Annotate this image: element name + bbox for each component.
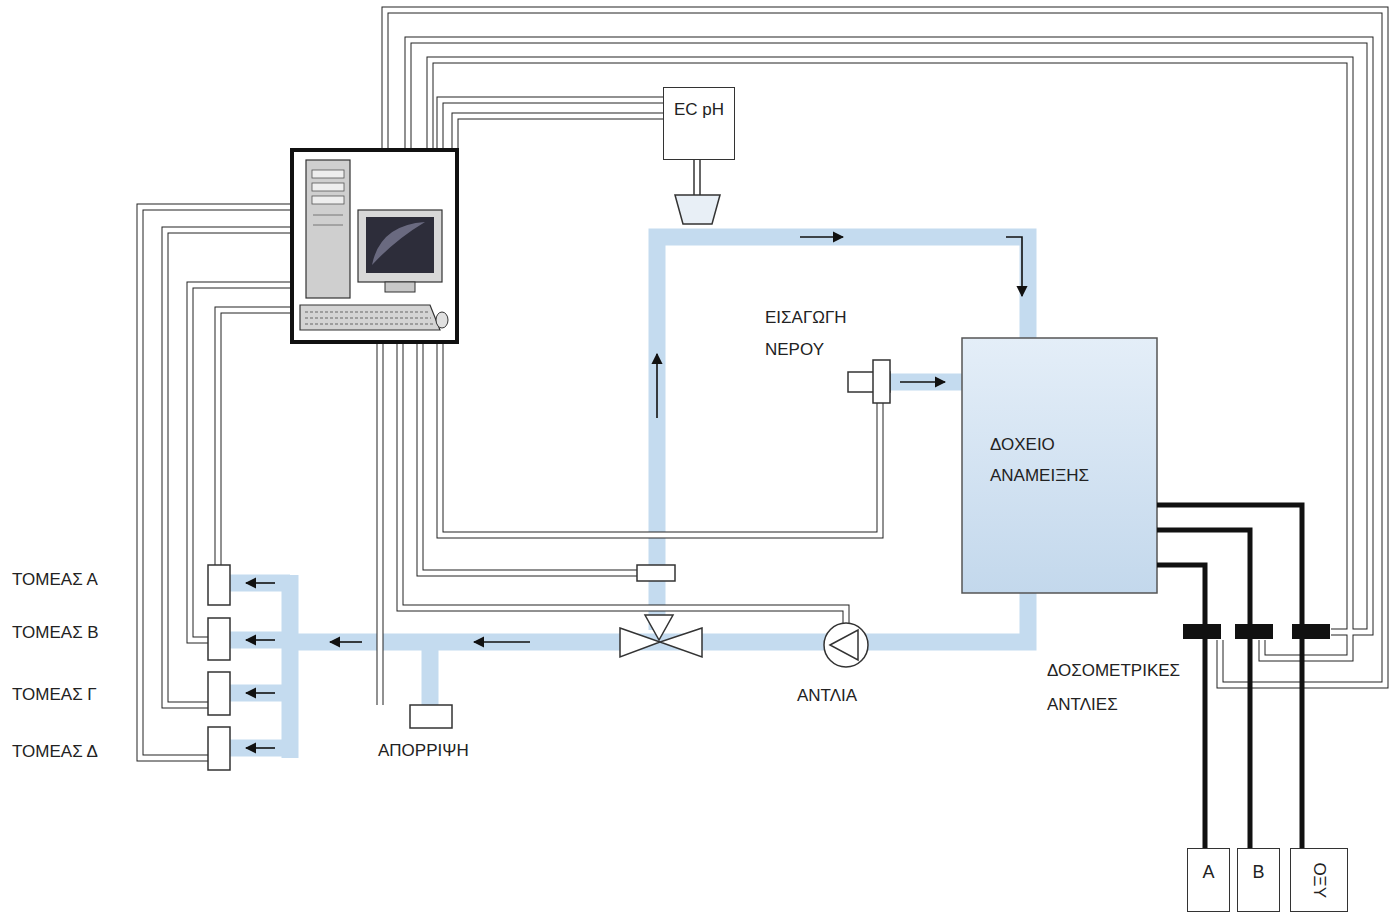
dosing-line — [1157, 565, 1205, 848]
fertilizer-tank: B — [1237, 848, 1280, 912]
node-text: A — [1188, 861, 1229, 884]
discharge-label: ΑΠΟΡΡΙΨΗ — [378, 738, 528, 764]
node-text: B — [1238, 861, 1279, 884]
dosing-pump-symbols — [1183, 624, 1330, 639]
sector-label: ΤΟΜΕΑΣ Δ — [12, 739, 136, 765]
discharge-valve — [410, 705, 452, 728]
mixing-tank — [962, 338, 1157, 593]
tank-box: ΔΟΧΕΙΟ ΑΝΑΜΕΙΞΗΣ — [962, 338, 1157, 593]
fertilizer-tank: A — [1187, 848, 1230, 912]
flow-arrows — [246, 237, 1022, 748]
acid-tank: ΟΞΥ — [1290, 848, 1348, 912]
pipes — [230, 237, 1028, 758]
pump-symbol — [824, 623, 868, 667]
inlet-valve — [848, 360, 890, 403]
control-wires — [140, 10, 1385, 758]
inlet-label: ΕΙΣΑΓΩΓΗ ΝΕΡΟΥ — [765, 302, 883, 367]
sector-label: ΤΟΜΕΑΣ Α — [12, 567, 142, 593]
sector-label: ΤΟΜΕΑΣ Β — [12, 620, 142, 646]
sector-label: ΤΟΜΕΑΣ Γ — [12, 682, 136, 708]
computer-icon — [292, 150, 457, 342]
node-text: ΟΞΥ — [1309, 862, 1329, 898]
dosing-line — [1157, 530, 1250, 848]
sensor-probe — [675, 160, 720, 224]
dosing-pumps-label: ΔΟΣΟΜΕΤΡΙΚΕΣ ΑΝΤΛΙΕΣ — [1047, 654, 1207, 722]
node-text: EC pH — [668, 98, 730, 123]
three-way-valve — [620, 615, 702, 657]
sector-valves — [208, 565, 230, 770]
sensor-box: EC pH — [663, 87, 735, 160]
pump-label: ΑΝΤΛΙΑ — [797, 683, 907, 709]
node-text: ΔΟΧΕΙΟ ΑΝΑΜΕΙΞΗΣ — [990, 430, 1097, 491]
flow-sensor — [637, 565, 675, 581]
